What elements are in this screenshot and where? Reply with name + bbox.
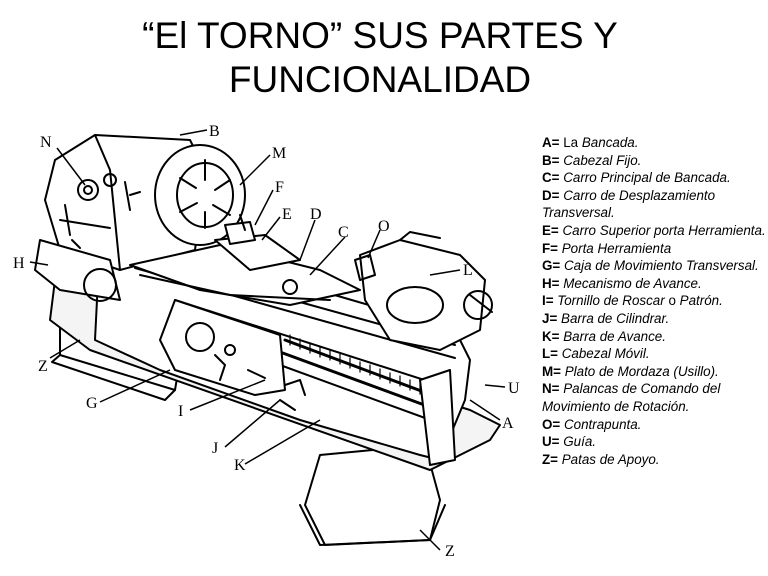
callout-j: J bbox=[212, 440, 218, 457]
legend-key: E= bbox=[542, 222, 559, 238]
callout-u: U bbox=[508, 380, 520, 397]
title-line-1: “El TORNO” SUS PARTES Y bbox=[142, 15, 618, 56]
legend-item: E= Carro Superior porta Herramienta. bbox=[542, 222, 766, 240]
legend-desc: Carro Superior porta Herramienta. bbox=[562, 222, 766, 238]
callout-i: I bbox=[178, 403, 183, 420]
legend-desc: Caja de Movimiento Transversal. bbox=[563, 258, 759, 274]
legend-desc: Tornillo de Roscar bbox=[557, 293, 665, 309]
tool-post bbox=[224, 221, 256, 245]
legend-key: Z= bbox=[542, 451, 558, 467]
callout-h: H bbox=[13, 255, 25, 272]
legend-item: I= Tornillo de Roscar o Patrón. bbox=[542, 292, 766, 310]
callout-z-right: Z bbox=[445, 543, 455, 560]
callout-o: O bbox=[378, 218, 390, 235]
callout-m: M bbox=[272, 145, 286, 162]
legend-item: D= Carro de Desplazamiento Transversal. bbox=[542, 187, 766, 222]
callout-f: F bbox=[275, 179, 284, 196]
legend-item: L= Cabezal Móvil. bbox=[542, 345, 766, 363]
legend-item: U= Guía. bbox=[542, 433, 766, 451]
legend-desc: Porta Herramienta bbox=[561, 240, 672, 256]
legend-key: F= bbox=[542, 240, 558, 256]
legend-desc: Bancada. bbox=[581, 135, 639, 150]
tailstock bbox=[359, 239, 486, 351]
legend-key: K= bbox=[542, 328, 560, 344]
callout-l: L bbox=[463, 262, 473, 279]
lead-screw bbox=[283, 338, 442, 400]
callout-b: B bbox=[209, 123, 220, 140]
legend-desc: Cabezal Fijo. bbox=[563, 152, 642, 168]
legend-item: G= Caja de Movimiento Transversal. bbox=[542, 257, 766, 275]
legend-key: U= bbox=[542, 434, 560, 450]
page-title: “El TORNO” SUS PARTES Y FUNCIONALIDAD bbox=[90, 14, 670, 102]
lathe-diagram: N B M F E D C O H L Z U G I A J K Z bbox=[13, 123, 520, 560]
legend-item: M= Plato de Mordaza (Usillo). bbox=[542, 363, 766, 381]
legend-key: B= bbox=[542, 152, 560, 168]
legend-desc: Barra de Cilindrar. bbox=[561, 310, 670, 326]
legend-plain: o bbox=[668, 293, 676, 309]
legend-desc: Guía. bbox=[563, 434, 596, 450]
callout-k: K bbox=[234, 457, 246, 474]
legend-desc: Mecanismo de Avance. bbox=[563, 275, 702, 291]
callout-z-left: Z bbox=[38, 358, 48, 375]
legend-key: I= bbox=[542, 293, 554, 309]
legend-desc: Cabezal Móvil. bbox=[561, 346, 650, 362]
legend-item: J= Barra de Cilindrar. bbox=[542, 310, 766, 328]
callout-n: N bbox=[40, 134, 52, 151]
legend-item: N= Palancas de Comando del Movimiento de… bbox=[542, 380, 766, 415]
legend-key: C= bbox=[542, 170, 560, 186]
parts-legend: A= La Bancada.B= Cabezal Fijo.C= Carro P… bbox=[542, 134, 766, 468]
legend-key: D= bbox=[542, 187, 560, 203]
legend-item: A= La Bancada. bbox=[542, 134, 766, 152]
legend-key: L= bbox=[542, 346, 558, 362]
legend-item: B= Cabezal Fijo. bbox=[542, 152, 766, 170]
title-line-2: FUNCIONALIDAD bbox=[228, 59, 532, 100]
legend-item: C= Carro Principal de Bancada. bbox=[542, 169, 766, 187]
callout-e: E bbox=[282, 206, 292, 223]
legend-key: G= bbox=[542, 258, 561, 274]
legend-item: K= Barra de Avance. bbox=[542, 328, 766, 346]
legend-item: H= Mecanismo de Avance. bbox=[542, 275, 766, 293]
legend-item: O= Contrapunta. bbox=[542, 416, 766, 434]
callout-c: C bbox=[338, 224, 349, 241]
legend-key: A= bbox=[542, 135, 560, 150]
callout-a: A bbox=[502, 415, 514, 432]
legend-item: Z= Patas de Apoyo. bbox=[542, 451, 766, 469]
legend-key: M= bbox=[542, 363, 561, 379]
legend-desc: Carro Principal de Bancada. bbox=[563, 170, 731, 186]
legend-desc: Palancas de Comando del Movimiento de Ro… bbox=[542, 381, 721, 414]
legend-plain: La bbox=[563, 135, 579, 150]
apron bbox=[159, 299, 286, 396]
callout-d: D bbox=[310, 206, 322, 223]
legend-desc: Contrapunta. bbox=[563, 416, 642, 432]
gear-box bbox=[34, 239, 121, 301]
legend-desc: Barra de Avance. bbox=[563, 328, 666, 344]
legend-desc: Carro de Desplazamiento Transversal. bbox=[542, 187, 716, 221]
legend-desc: Patrón. bbox=[679, 293, 723, 309]
legend-desc: Plato de Mordaza (Usillo). bbox=[564, 363, 719, 379]
legend-key: J= bbox=[542, 310, 558, 326]
legend-key: N= bbox=[542, 381, 560, 397]
callout-g: G bbox=[86, 395, 98, 412]
legend-key: H= bbox=[542, 275, 560, 291]
legend-item: F= Porta Herramienta bbox=[542, 240, 766, 258]
legend-desc: Patas de Apoyo. bbox=[561, 451, 660, 467]
legend-key: O= bbox=[542, 416, 561, 432]
